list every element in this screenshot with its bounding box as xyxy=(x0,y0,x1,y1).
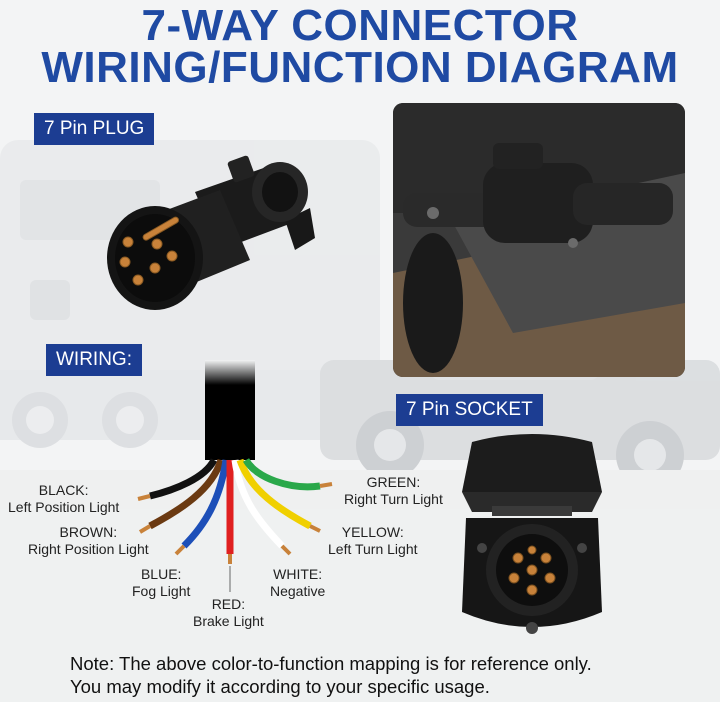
wire-label-red: RED: Brake Light xyxy=(193,596,264,630)
wire-brown xyxy=(148,458,225,530)
wire-yellow xyxy=(236,458,312,530)
wire-label-green: GREEN: Right Turn Light xyxy=(344,474,443,508)
socket-tag: 7 Pin SOCKET xyxy=(396,394,543,426)
wire-label-black: BLACK: Left Position Light xyxy=(8,482,119,516)
wire-label-white: WHITE: Negative xyxy=(270,566,325,600)
wire-color: RED: xyxy=(211,596,246,612)
plug-image xyxy=(107,155,315,310)
installed-socket-photo xyxy=(393,103,685,377)
socket-pin xyxy=(526,564,538,576)
wire-black xyxy=(149,458,218,500)
wire-color: GREEN: xyxy=(366,474,421,490)
plug-tag: 7 Pin PLUG xyxy=(34,113,155,145)
socket-image xyxy=(462,434,602,634)
wire-color: WHITE: xyxy=(273,566,323,582)
wire-label-brown: BROWN: Right Position Light xyxy=(28,524,149,558)
wire-function: Left Position Light xyxy=(8,499,120,515)
note-line-1: Note: The above color-to-function mappin… xyxy=(70,653,592,674)
wire-label-yellow: YELLOW: Left Turn Light xyxy=(328,524,418,558)
wire-label-blue: BLUE: Fog Light xyxy=(132,566,190,600)
wire-function: Right Position Light xyxy=(28,541,149,557)
plug-pin xyxy=(122,236,134,248)
cable-sheath xyxy=(205,360,255,460)
wire-color: BLUE: xyxy=(140,566,182,582)
wire-color: BROWN: xyxy=(59,524,118,540)
wiring-diagram xyxy=(137,360,333,592)
title-line-2: WIRING/FUNCTION DIAGRAM xyxy=(41,43,679,92)
wire-function: Negative xyxy=(270,583,326,599)
wire-color: YELLOW: xyxy=(341,524,404,540)
note-line-2: You may modify it according to your spec… xyxy=(70,676,490,697)
title-line-1: 7-WAY CONNECTOR xyxy=(141,1,579,50)
wire-function: Brake Light xyxy=(193,613,264,629)
wire-function: Left Turn Light xyxy=(328,541,418,557)
wire-blue xyxy=(181,459,230,549)
wire-green xyxy=(242,458,321,491)
wire-function: Right Turn Light xyxy=(344,491,443,507)
wire-white xyxy=(231,459,285,549)
note-text: Note: The above color-to-function mappin… xyxy=(70,652,592,698)
wire-function: Fog Light xyxy=(132,583,191,599)
wiring-tag: WIRING: xyxy=(46,344,142,376)
wire-color: BLACK: xyxy=(38,482,89,498)
